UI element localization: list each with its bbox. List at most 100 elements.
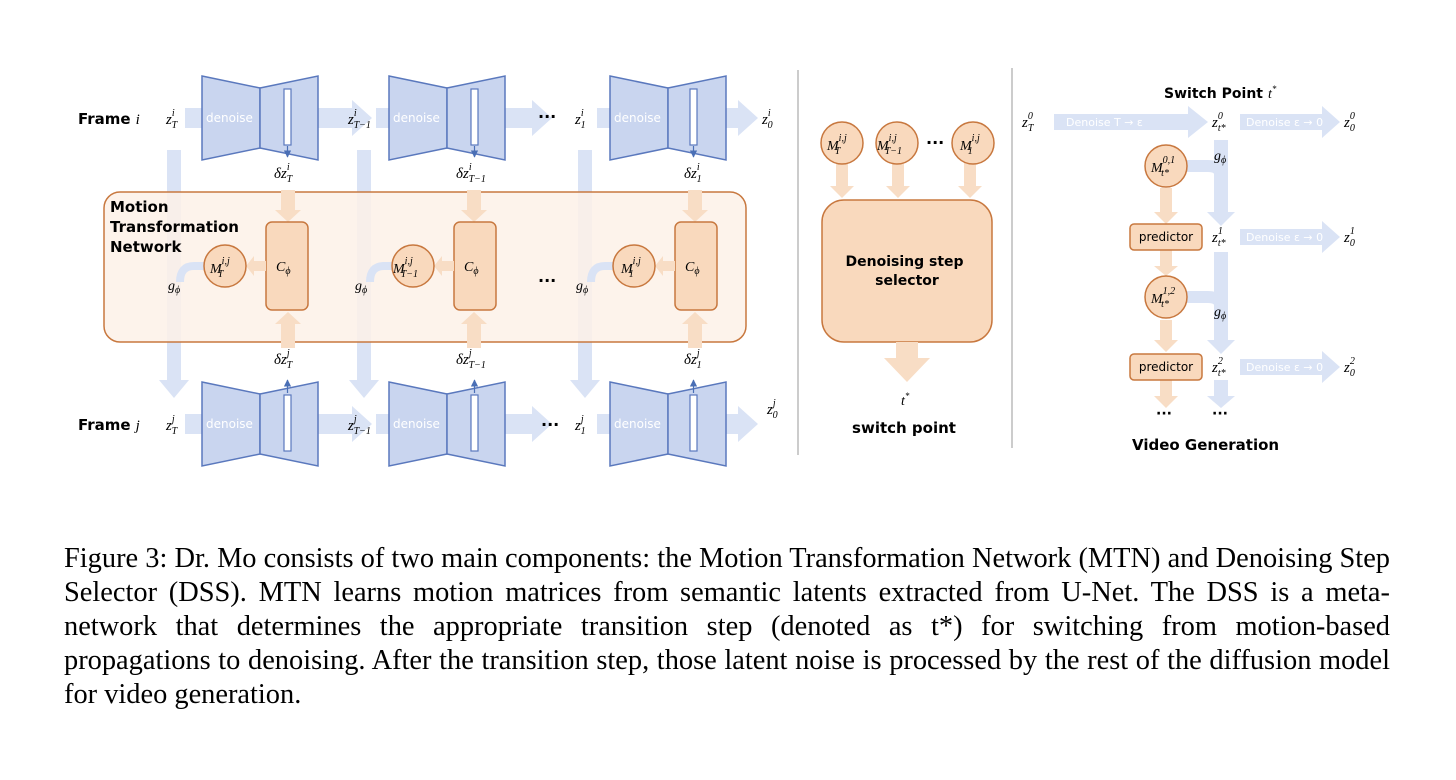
orange-arrow-down [958,162,982,198]
orange-arrow-down [886,162,910,198]
orange-arrow-down [1154,320,1178,352]
denoise-arrow-rest [1240,351,1340,383]
method-diagram: Motion Transformation Network [78,68,1355,467]
m-to-g-curve [1186,160,1227,179]
motion-matrix-circle [1144,275,1188,319]
ellipsis: ··· [538,107,556,126]
mtn-title: Motion Transformation Network [110,198,244,256]
g-phi-label: gϕ [576,279,588,296]
switch-point-symbol: t* [901,391,910,409]
predictor-box [1129,353,1203,381]
orange-arrow-up [461,312,487,348]
dss-output-arrow [884,342,930,382]
unet-top-3 [609,75,727,161]
motion-matrix-circle [951,121,995,165]
g-phi-label: gϕ [168,279,180,296]
c-phi-input-arrows [275,190,708,348]
unet-bottleneck [689,88,698,146]
orange-arrow-down [275,190,301,222]
g-phi-label: gϕ [1214,149,1226,166]
unet-bottom-3 [609,381,727,467]
unet-top-2 [388,75,506,161]
orange-arrow-down [830,162,854,198]
g-phi-arrow [1207,140,1235,226]
m-to-g-curve [176,262,204,283]
motion-matrix-circle [612,244,656,288]
continuation-dots: ··· [1212,406,1228,422]
unet-top-1 [201,75,319,161]
g-phi-label: gϕ [1214,305,1226,322]
denoise-label: denoise [206,417,253,431]
unet-bottleneck [283,394,292,452]
denoise-label: denoise [614,111,661,125]
unet-bottom-2 [388,381,506,467]
orange-arrow-down [461,190,487,222]
dss-box [821,199,993,343]
bottleneck-extract-arrows [283,146,698,393]
motion-matrix-circle [875,121,919,165]
orange-arrow-up [275,312,301,348]
denoise-arrow-label: Denoise ε → 0 [1246,361,1323,374]
ellipsis: ··· [538,271,556,290]
dss-input-arrows [830,162,982,198]
video-generation-label: Video Generation [1132,436,1279,454]
orange-arrow-down [1154,250,1178,276]
motion-matrix-circle [1144,144,1188,188]
g-phi-labels: gϕ gϕ gϕ [168,279,588,296]
denoise-arrow-label: Denoise ε → 0 [1246,116,1323,129]
motion-matrix-circle [391,244,435,288]
denoise-arrow-label: Denoise T → ε [1066,116,1143,129]
unet-bottleneck [470,88,479,146]
c-phi-label: Cϕ [276,260,291,277]
orange-arrow-down [682,190,708,222]
dss-box-label: Denoising step selector [846,254,969,289]
denoise-arrow-rest [1240,106,1340,138]
denoise-label: denoise [393,111,440,125]
orange-arrow-left [655,256,675,276]
unet-bottom-1 [201,381,319,467]
unet-bottleneck [470,394,479,452]
orange-arrow-up [682,312,708,348]
predictor-box [1129,223,1203,251]
m-to-g-curve [1186,291,1227,310]
unet-bottleneck [689,394,698,452]
m-to-g-curve [366,262,392,283]
denoise-label: denoise [393,417,440,431]
motion-matrix-circle [203,244,247,288]
denoise-arrow-rest [1240,221,1340,253]
m-to-g-curve [587,262,613,283]
denoise-label: denoise [614,417,661,431]
orange-arrow-left [434,256,454,276]
orange-arrow-down [1154,188,1178,224]
orange-arrow-left [246,256,266,276]
